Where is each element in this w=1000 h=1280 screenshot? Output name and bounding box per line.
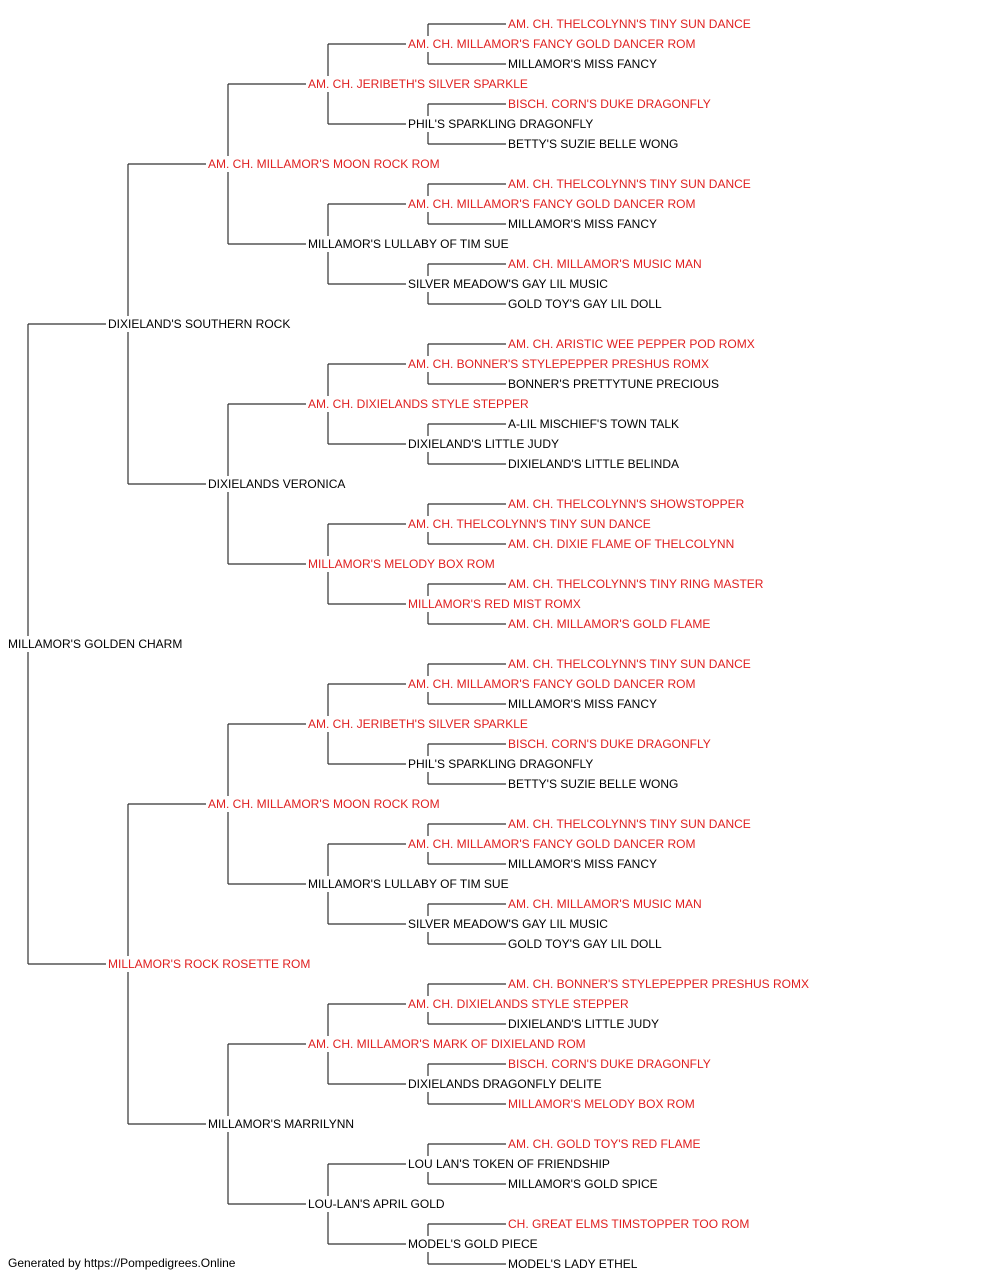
- pedigree-entry-gen5: GOLD TOY'S GAY LIL DOLL: [508, 297, 662, 311]
- pedigree-entry-gen4: AM. CH. MILLAMOR'S FANCY GOLD DANCER ROM: [408, 37, 695, 51]
- pedigree-entry-gen5: BISCH. CORN'S DUKE DRAGONFLY: [508, 1057, 711, 1071]
- pedigree-entry-gen5: BISCH. CORN'S DUKE DRAGONFLY: [508, 737, 711, 751]
- pedigree-entry-gen3: MILLAMOR'S LULLABY OF TIM SUE: [308, 877, 509, 891]
- pedigree-entry-gen4: MILLAMOR'S RED MIST ROMX: [408, 597, 581, 611]
- pedigree-entry-gen5: BETTY'S SUZIE BELLE WONG: [508, 777, 678, 791]
- pedigree-entry-gen1: MILLAMOR'S ROCK ROSETTE ROM: [108, 957, 310, 971]
- pedigree-entry-gen5: MILLAMOR'S MISS FANCY: [508, 217, 657, 231]
- pedigree-entry-gen3: MILLAMOR'S MELODY BOX ROM: [308, 557, 495, 571]
- pedigree-entry-gen4: AM. CH. MILLAMOR'S FANCY GOLD DANCER ROM: [408, 197, 695, 211]
- pedigree-entry-gen4: DIXIELAND'S LITTLE JUDY: [408, 437, 559, 451]
- pedigree-entry-gen4: AM. CH. THELCOLYNN'S TINY SUN DANCE: [408, 517, 651, 531]
- pedigree-entry-gen5: MILLAMOR'S GOLD SPICE: [508, 1177, 658, 1191]
- pedigree-entry-gen4: PHIL'S SPARKLING DRAGONFLY: [408, 757, 593, 771]
- pedigree-entry-gen5: AM. CH. MILLAMOR'S MUSIC MAN: [508, 257, 702, 271]
- pedigree-entry-gen5: AM. CH. THELCOLYNN'S TINY SUN DANCE: [508, 17, 751, 31]
- pedigree-entry-gen4: DIXIELANDS DRAGONFLY DELITE: [408, 1077, 602, 1091]
- pedigree-entry-gen4: LOU LAN'S TOKEN OF FRIENDSHIP: [408, 1157, 610, 1171]
- pedigree-entry-gen4: AM. CH. MILLAMOR'S FANCY GOLD DANCER ROM: [408, 677, 695, 691]
- pedigree-entry-gen5: AM. CH. ARISTIC WEE PEPPER POD ROMX: [508, 337, 755, 351]
- pedigree-entry-gen5: AM. CH. THELCOLYNN'S SHOWSTOPPER: [508, 497, 745, 511]
- pedigree-entry-gen5: BETTY'S SUZIE BELLE WONG: [508, 137, 678, 151]
- pedigree-entry-gen3: AM. CH. MILLAMOR'S MARK OF DIXIELAND ROM: [308, 1037, 586, 1051]
- pedigree-entry-gen2: DIXIELANDS VERONICA: [208, 477, 345, 491]
- pedigree-entry-gen5: MILLAMOR'S MISS FANCY: [508, 57, 657, 71]
- pedigree-entry-gen3: LOU-LAN'S APRIL GOLD: [308, 1197, 445, 1211]
- pedigree-entry-gen4: PHIL'S SPARKLING DRAGONFLY: [408, 117, 593, 131]
- pedigree-entry-gen5: AM. CH. MILLAMOR'S GOLD FLAME: [508, 617, 710, 631]
- pedigree-entry-gen4: AM. CH. DIXIELANDS STYLE STEPPER: [408, 997, 629, 1011]
- pedigree-entry-gen3: AM. CH. JERIBETH'S SILVER SPARKLE: [308, 77, 528, 91]
- pedigree-entry-gen4: AM. CH. BONNER'S STYLEPEPPER PRESHUS ROM…: [408, 357, 709, 371]
- pedigree-labels: MILLAMOR'S GOLDEN CHARM DIXIELAND'S SOUTH…: [8, 17, 809, 1271]
- pedigree-entry-gen4: AM. CH. MILLAMOR'S FANCY GOLD DANCER ROM: [408, 837, 695, 851]
- pedigree-entry-gen2: AM. CH. MILLAMOR'S MOON ROCK ROM: [208, 797, 440, 811]
- pedigree-entry-gen5: AM. CH. BONNER'S STYLEPEPPER PRESHUS ROM…: [508, 977, 809, 991]
- pedigree-entry-gen5: CH. GREAT ELMS TIMSTOPPER TOO ROM: [508, 1217, 749, 1231]
- pedigree-entry-gen5: BONNER'S PRETTYTUNE PRECIOUS: [508, 377, 719, 391]
- pedigree-entry-gen0: MILLAMOR'S GOLDEN CHARM: [8, 637, 182, 651]
- pedigree-entry-gen5: MODEL'S LADY ETHEL: [508, 1257, 638, 1271]
- pedigree-connector-lines: [27, 23, 506, 1265]
- pedigree-entry-gen5: AM. CH. GOLD TOY'S RED FLAME: [508, 1137, 701, 1151]
- pedigree-entry-gen2: AM. CH. MILLAMOR'S MOON ROCK ROM: [208, 157, 440, 171]
- pedigree-entry-gen3: AM. CH. DIXIELANDS STYLE STEPPER: [308, 397, 529, 411]
- pedigree-entry-gen5: MILLAMOR'S MELODY BOX ROM: [508, 1097, 695, 1111]
- pedigree-entry-gen4: MODEL'S GOLD PIECE: [408, 1237, 538, 1251]
- generated-by-footer: Generated by https://Pompedigrees.Online: [8, 1256, 236, 1270]
- pedigree-entry-gen4: SILVER MEADOW'S GAY LIL MUSIC: [408, 917, 608, 931]
- pedigree-entry-gen5: DIXIELAND'S LITTLE BELINDA: [508, 457, 679, 471]
- pedigree-entry-gen3: MILLAMOR'S LULLABY OF TIM SUE: [308, 237, 509, 251]
- pedigree-entry-gen5: AM. CH. DIXIE FLAME OF THELCOLYNN: [508, 537, 734, 551]
- pedigree-entry-gen5: MILLAMOR'S MISS FANCY: [508, 857, 657, 871]
- pedigree-entry-gen4: SILVER MEADOW'S GAY LIL MUSIC: [408, 277, 608, 291]
- pedigree-entry-gen5: DIXIELAND'S LITTLE JUDY: [508, 1017, 659, 1031]
- pedigree-entry-gen5: MILLAMOR'S MISS FANCY: [508, 697, 657, 711]
- pedigree-entry-gen5: A-LIL MISCHIEF'S TOWN TALK: [508, 417, 679, 431]
- pedigree-entry-gen5: AM. CH. THELCOLYNN'S TINY SUN DANCE: [508, 657, 751, 671]
- pedigree-entry-gen5: BISCH. CORN'S DUKE DRAGONFLY: [508, 97, 711, 111]
- pedigree-entry-gen5: AM. CH. MILLAMOR'S MUSIC MAN: [508, 897, 702, 911]
- pedigree-entry-gen3: AM. CH. JERIBETH'S SILVER SPARKLE: [308, 717, 528, 731]
- pedigree-entry-gen5: AM. CH. THELCOLYNN'S TINY SUN DANCE: [508, 177, 751, 191]
- pedigree-entry-gen1: DIXIELAND'S SOUTHERN ROCK: [108, 317, 290, 331]
- pedigree-entry-gen5: AM. CH. THELCOLYNN'S TINY SUN DANCE: [508, 817, 751, 831]
- pedigree-entry-gen5: GOLD TOY'S GAY LIL DOLL: [508, 937, 662, 951]
- pedigree-entry-gen5: AM. CH. THELCOLYNN'S TINY RING MASTER: [508, 577, 764, 591]
- pedigree-entry-gen2: MILLAMOR'S MARRILYNN: [208, 1117, 354, 1131]
